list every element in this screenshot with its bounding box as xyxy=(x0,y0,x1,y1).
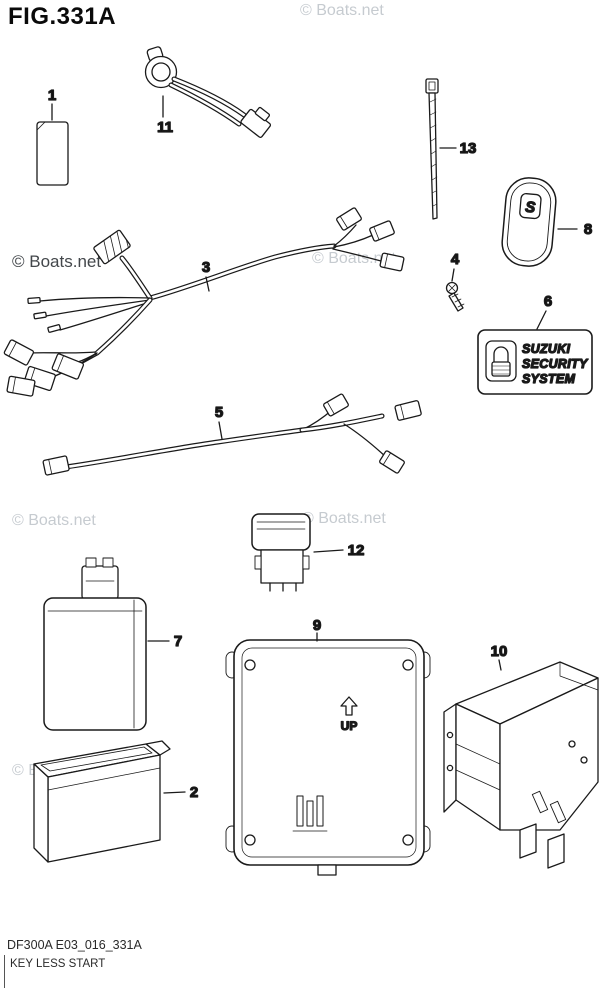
figure-code: DF300A E03_016_331A xyxy=(7,938,142,952)
part-label-11: 11 xyxy=(157,119,173,136)
decal-line-3: SYSTEM xyxy=(522,372,575,386)
part-label-1: 1 xyxy=(48,87,56,104)
hatched-connector xyxy=(93,229,131,265)
part-4-screw xyxy=(445,281,465,312)
part-label-2: 2 xyxy=(190,784,198,801)
leader-line-5 xyxy=(218,421,223,440)
watermark: © Boats.net xyxy=(302,510,386,527)
leader-line-2 xyxy=(163,791,186,794)
figure-title: FIG.331A xyxy=(8,3,117,30)
part-13-cable-tie xyxy=(425,78,439,220)
part-label-7: 7 xyxy=(174,633,182,650)
part-label-10: 10 xyxy=(491,643,508,660)
part-11-cap-sensor xyxy=(144,46,272,138)
part-label-12: 12 xyxy=(348,542,365,559)
part-10-bracket xyxy=(443,661,599,869)
decal-line-2: SECURITY xyxy=(522,357,589,371)
part-3-main-harness xyxy=(3,207,405,397)
part-1-card xyxy=(36,121,69,186)
figure-caption: KEY LESS START xyxy=(10,958,106,970)
part-label-3: 3 xyxy=(202,259,210,276)
leader-line-4 xyxy=(451,268,455,282)
watermark: © Boats.net xyxy=(12,512,96,529)
up-arrow-icon xyxy=(340,696,358,716)
leader-line-6 xyxy=(536,310,547,330)
part-label-6: 6 xyxy=(544,293,552,310)
leader-line-3 xyxy=(205,276,210,292)
ecu-up-label: UP xyxy=(341,719,358,733)
part-label-9: 9 xyxy=(313,617,321,634)
part-8-key-fob: S xyxy=(501,177,557,267)
part-12-relay xyxy=(251,513,311,592)
part-label-4: 4 xyxy=(451,251,460,268)
part-2-open-case xyxy=(33,740,171,863)
part-label-13: 13 xyxy=(460,140,477,157)
part-5-sub-harness xyxy=(42,393,422,476)
leader-line-12 xyxy=(313,549,344,553)
fob-logo: S xyxy=(525,199,536,217)
part-7-control-module xyxy=(43,557,147,731)
leader-line-10 xyxy=(498,659,502,671)
part-9-ecu: UP xyxy=(225,639,431,876)
part-label-8: 8 xyxy=(584,221,592,238)
part-6-security-decal: SUZUKI SECURITY SYSTEM xyxy=(477,329,593,395)
watermark: © Boats.net xyxy=(12,252,102,271)
padlock-icon xyxy=(485,340,517,382)
decal-line-1: SUZUKI xyxy=(522,342,571,356)
footer-rule xyxy=(4,955,5,988)
watermark: © Boats.net xyxy=(300,2,384,19)
part-label-5: 5 xyxy=(215,404,223,421)
watermark: © Boats.net xyxy=(312,250,396,267)
